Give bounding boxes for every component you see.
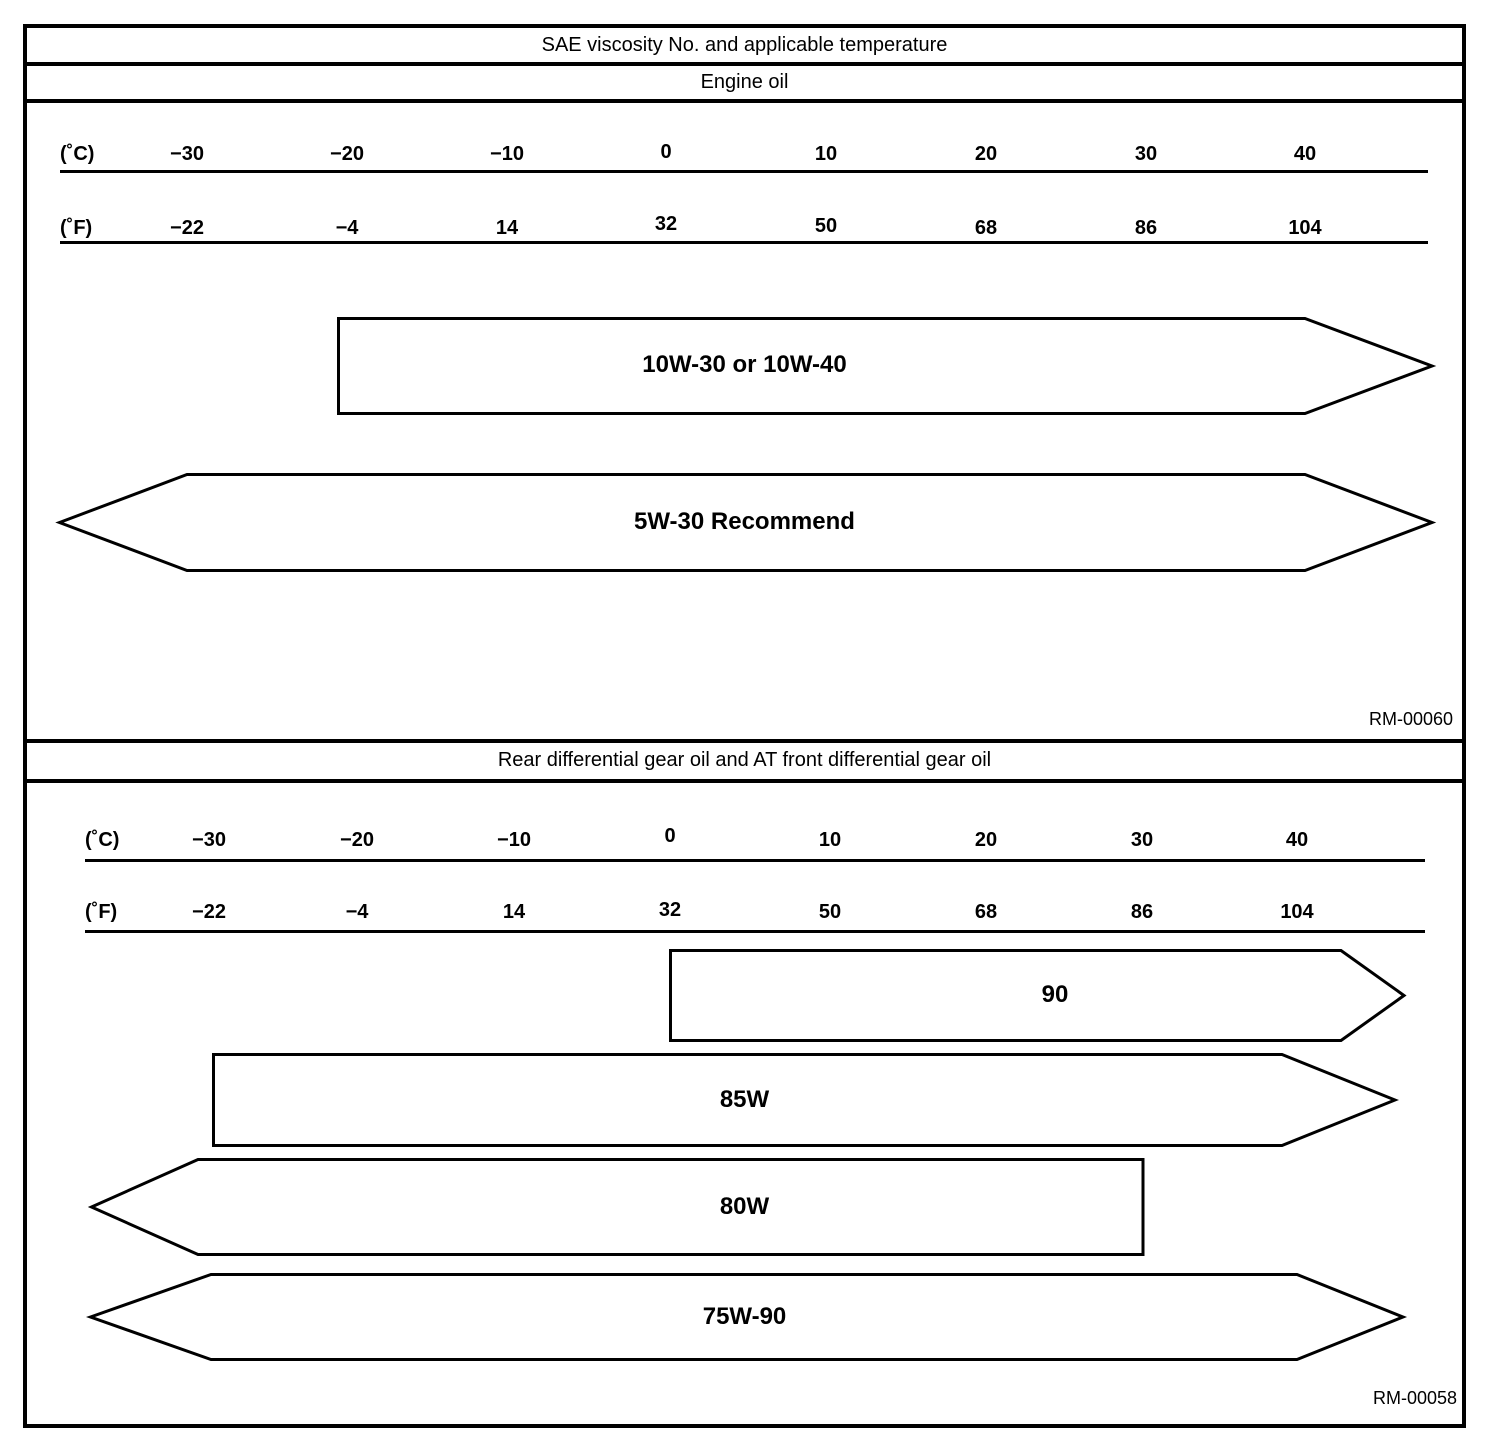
celsius-tick: 0 [664,825,676,847]
fahrenheit-tick: 86 [1130,901,1154,923]
range-arrow-75w90-shape [85,1273,1408,1361]
celsius-tick: 10 [818,829,842,851]
fahrenheit-unit-label: (˚F) [60,217,93,239]
celsius-tick: 20 [974,829,998,851]
fahrenheit-tick: 104 [1280,901,1314,923]
range-arrow-85w-shape [212,1053,1400,1147]
celsius-tick: 40 [1293,143,1317,165]
celsius-tick: −30 [192,829,226,851]
range-arrow-5w30-shape [55,473,1437,572]
figure-title-row: SAE viscosity No. and applicable tempera… [27,28,1462,66]
celsius-scale-line [60,170,1428,173]
fahrenheit-tick: 68 [974,901,998,923]
viscosity-chart-table: SAE viscosity No. and applicable tempera… [23,24,1466,1428]
fahrenheit-tick: 104 [1288,217,1322,239]
engine-oil-section-title: Engine oil [700,71,789,93]
celsius-tick: −20 [340,829,374,851]
celsius-tick: −10 [497,829,531,851]
fahrenheit-tick: −22 [192,901,226,923]
fahrenheit-tick: 32 [654,213,678,235]
celsius-unit-label: (˚C) [60,143,95,165]
celsius-tick: −30 [170,143,204,165]
fahrenheit-tick: 86 [1134,217,1158,239]
fahrenheit-tick: 68 [974,217,998,239]
fahrenheit-tick: −4 [345,901,369,923]
range-arrow-90-shape [669,949,1407,1042]
celsius-tick: 40 [1285,829,1309,851]
figure-code-rm00060: RM-00060 [1368,709,1453,729]
rear-diff-section-title: Rear differential gear oil and AT front … [497,749,992,771]
fahrenheit-tick: 14 [502,901,526,923]
engine-oil-section-title-row: Engine oil [27,66,1462,103]
celsius-tick: 20 [974,143,998,165]
fahrenheit-scale-line [85,930,1425,933]
celsius-tick: −20 [330,143,364,165]
celsius-tick: 0 [660,141,672,163]
range-arrow-10w30-shape [337,317,1437,415]
fahrenheit-tick: −22 [170,217,204,239]
fahrenheit-tick: 14 [495,217,519,239]
fahrenheit-tick: 32 [658,899,682,921]
celsius-tick: 30 [1134,143,1158,165]
fahrenheit-unit-label: (˚F) [85,901,118,923]
celsius-scale-line [85,859,1425,862]
fahrenheit-scale-line [60,241,1428,244]
figure-code-rm00058: RM-00058 [1372,1388,1457,1408]
celsius-tick: 10 [814,143,838,165]
range-arrow-80w-shape [87,1158,1145,1256]
fahrenheit-tick: −4 [335,217,359,239]
celsius-unit-label: (˚C) [85,829,120,851]
celsius-tick: 30 [1130,829,1154,851]
figure-title: SAE viscosity No. and applicable tempera… [541,34,948,56]
fahrenheit-tick: 50 [814,215,838,237]
rear-diff-chart-area: (˚C) −30 −20 −10 0 10 20 30 40 (˚F) −22 … [27,783,1462,1424]
celsius-tick: −10 [490,143,524,165]
rear-diff-section-title-row: Rear differential gear oil and AT front … [27,739,1462,783]
engine-oil-chart-area: (˚C) −30 −20 −10 0 10 20 30 40 (˚F) −22 … [27,103,1462,739]
fahrenheit-tick: 50 [818,901,842,923]
